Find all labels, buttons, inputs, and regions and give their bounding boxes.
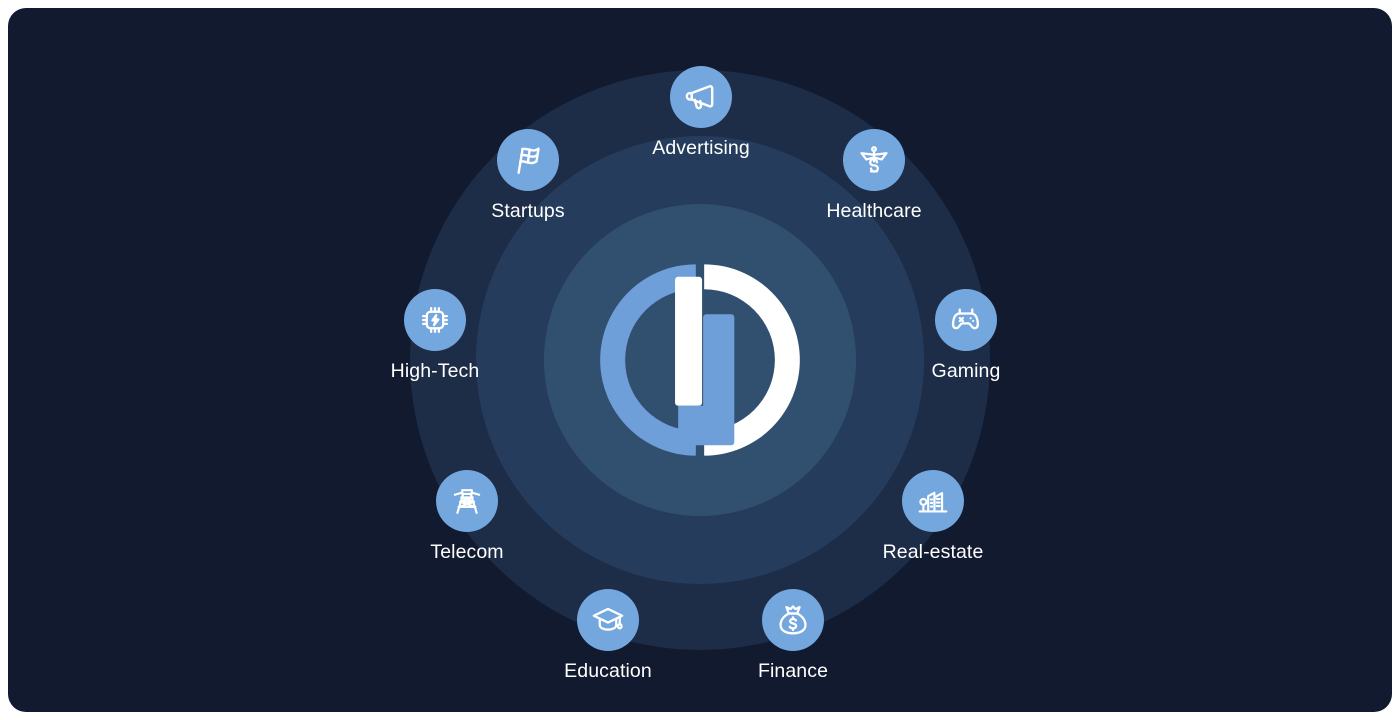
node-label: Advertising bbox=[652, 137, 750, 159]
money-bag-icon bbox=[762, 589, 824, 651]
gamepad-icon bbox=[935, 289, 997, 351]
node-label: Education bbox=[564, 660, 652, 682]
cpu-chip-bolt-icon bbox=[404, 289, 466, 351]
node-gaming[interactable]: Gaming bbox=[886, 289, 1046, 383]
node-label: High-Tech bbox=[390, 360, 480, 382]
node-label: Real-estate bbox=[882, 541, 984, 563]
node-label: Gaming bbox=[931, 360, 1001, 382]
node-telecom[interactable]: Telecom bbox=[387, 470, 547, 564]
transmission-tower-icon bbox=[436, 470, 498, 532]
industries-diagram-canvas: Advertising Startups Healthcare bbox=[8, 8, 1392, 712]
node-advertising[interactable]: Advertising bbox=[621, 66, 781, 160]
checkered-flag-icon bbox=[497, 129, 559, 191]
node-label: Startups bbox=[491, 200, 565, 222]
city-buildings-icon bbox=[902, 470, 964, 532]
node-finance[interactable]: Finance bbox=[713, 589, 873, 683]
node-healthcare[interactable]: Healthcare bbox=[794, 129, 954, 223]
node-label: Finance bbox=[757, 660, 829, 682]
node-high-tech[interactable]: High-Tech bbox=[355, 289, 515, 383]
caduceus-icon bbox=[843, 129, 905, 191]
node-label: Healthcare bbox=[826, 200, 922, 222]
node-real-estate[interactable]: Real-estate bbox=[853, 470, 1013, 564]
node-startups[interactable]: Startups bbox=[448, 129, 608, 223]
megaphone-icon bbox=[670, 66, 732, 128]
node-label: Telecom bbox=[430, 541, 504, 563]
graduation-cap-icon bbox=[577, 589, 639, 651]
node-education[interactable]: Education bbox=[528, 589, 688, 683]
center-logo bbox=[596, 256, 804, 464]
